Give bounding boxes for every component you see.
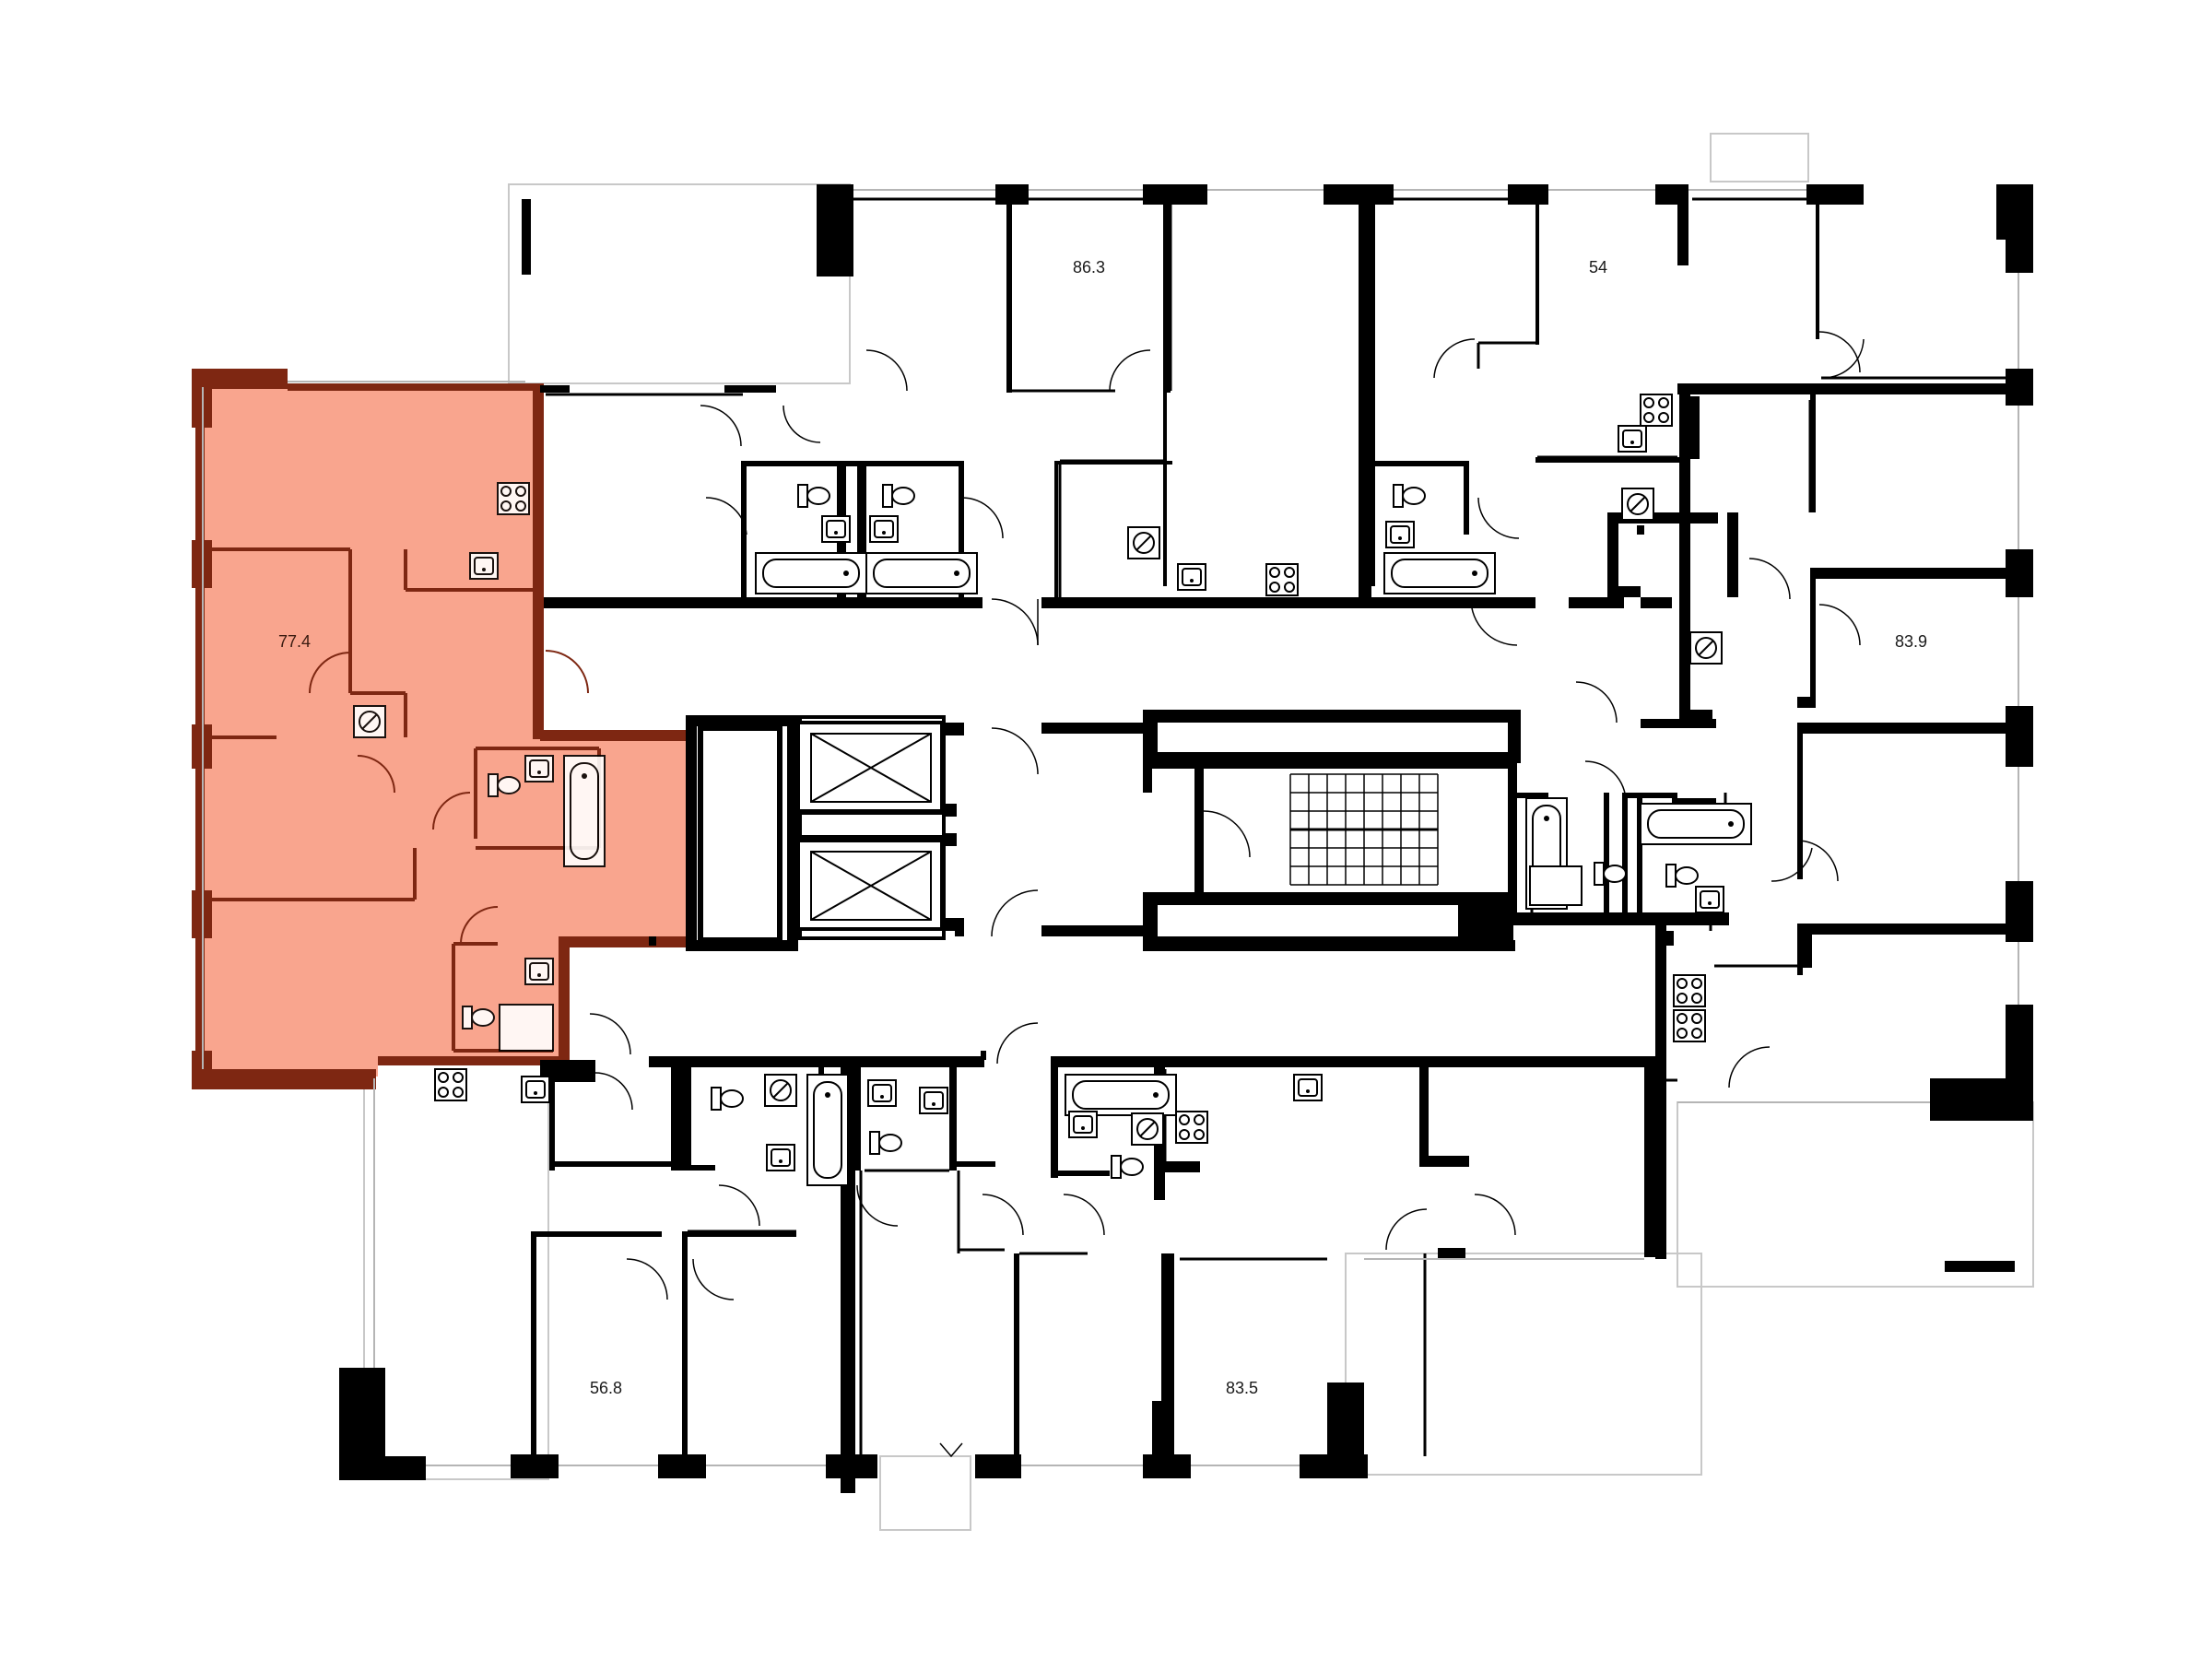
doors (589, 331, 1865, 1458)
selected-apartment-fill (195, 385, 693, 1077)
selected-apartment[interactable]: 77.4 (192, 369, 697, 1089)
selected-apartment-area: 77.4 (278, 632, 311, 651)
area-labels: 86.3 54 83.9 56.8 83.5 (590, 258, 1927, 1397)
staircase (1289, 773, 1439, 886)
unit-area-label: 54 (1589, 258, 1607, 276)
core (698, 715, 1515, 944)
unit-area-label: 86.3 (1073, 258, 1105, 276)
selected-apartment-fixtures (353, 482, 606, 1052)
fixtures (434, 394, 1752, 1186)
unit-area-label: 83.9 (1895, 632, 1927, 651)
windows (202, 189, 2019, 1466)
unit-area-label: 83.5 (1226, 1379, 1258, 1397)
walls (339, 184, 2033, 1493)
selected-apartment-doors (309, 650, 589, 945)
unit-area-label: 56.8 (590, 1379, 622, 1397)
